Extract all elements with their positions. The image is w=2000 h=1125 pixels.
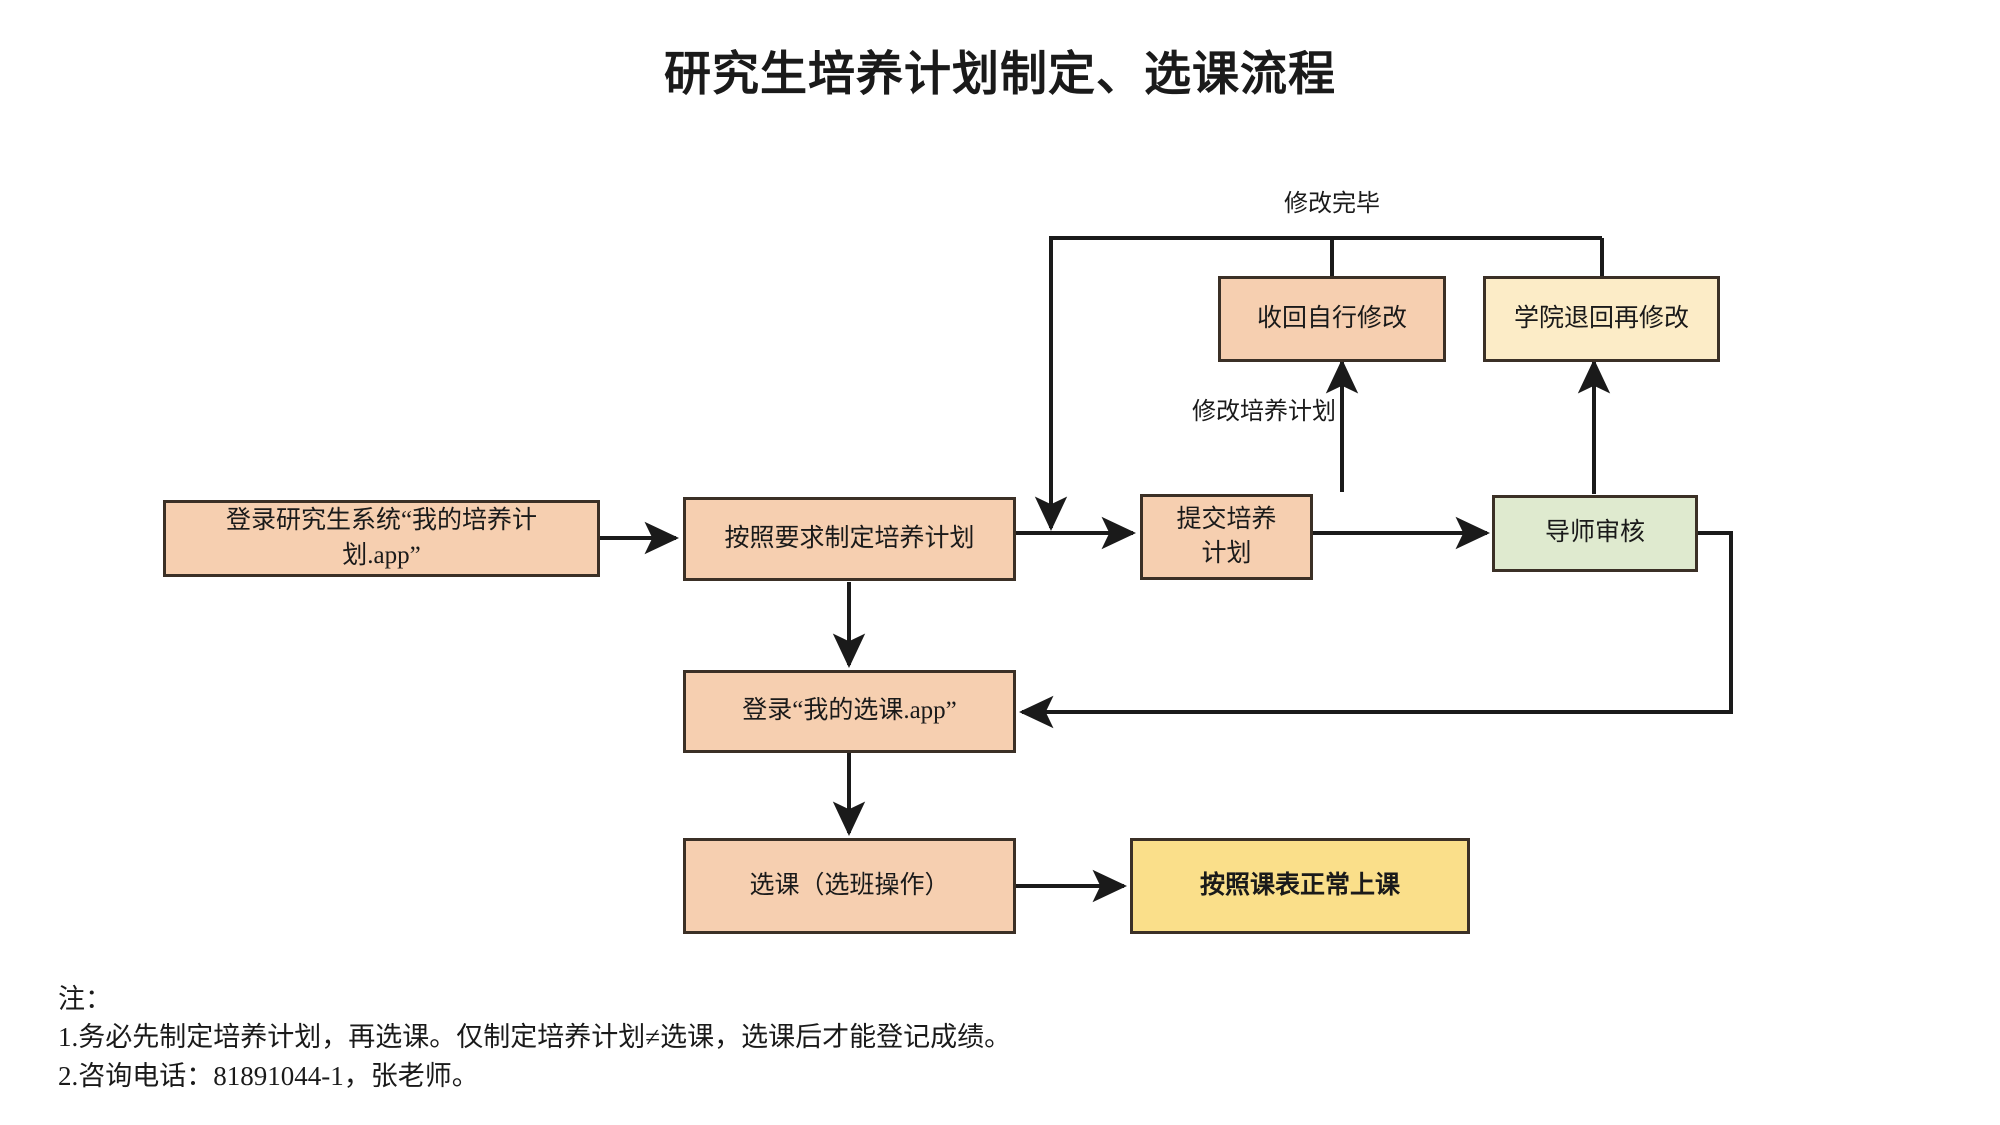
edge-label-revise-plan: 修改培养计划 <box>1192 399 1336 425</box>
note-item-2: 2.咨询电话：81891044-1，张老师。 <box>58 1060 479 1091</box>
notes-block: 注： 1.务必先制定培养计划，再选课。仅制定培养计划≠选课，选课后才能登记成绩。… <box>58 980 1011 1095</box>
note-item-1: 1.务必先制定培养计划，再选课。仅制定培养计划≠选课，选课后才能登记成绩。 <box>58 1022 1012 1053</box>
node-login-course[interactable]: 登录“我的选课.app” <box>683 670 1016 753</box>
node-advisor-review[interactable]: 导师审核 <box>1492 495 1698 572</box>
node-college-return[interactable]: 学院退回再修改 <box>1483 276 1720 362</box>
node-make-plan[interactable]: 按照要求制定培养计划 <box>683 497 1016 581</box>
edge-label-revision-done: 修改完毕 <box>1284 191 1380 217</box>
node-choose-course[interactable]: 选课（选班操作） <box>683 838 1016 934</box>
node-login-plan[interactable]: 登录研究生系统“我的培养计 划.app” <box>163 500 600 577</box>
node-submit-plan[interactable]: 提交培养 计划 <box>1140 494 1313 580</box>
node-attend-class[interactable]: 按照课表正常上课 <box>1130 838 1470 934</box>
notes-heading: 注： <box>58 984 112 1014</box>
node-withdraw-edit[interactable]: 收回自行修改 <box>1218 276 1446 362</box>
page-title: 研究生培养计划制定、选课流程 <box>664 47 1336 100</box>
